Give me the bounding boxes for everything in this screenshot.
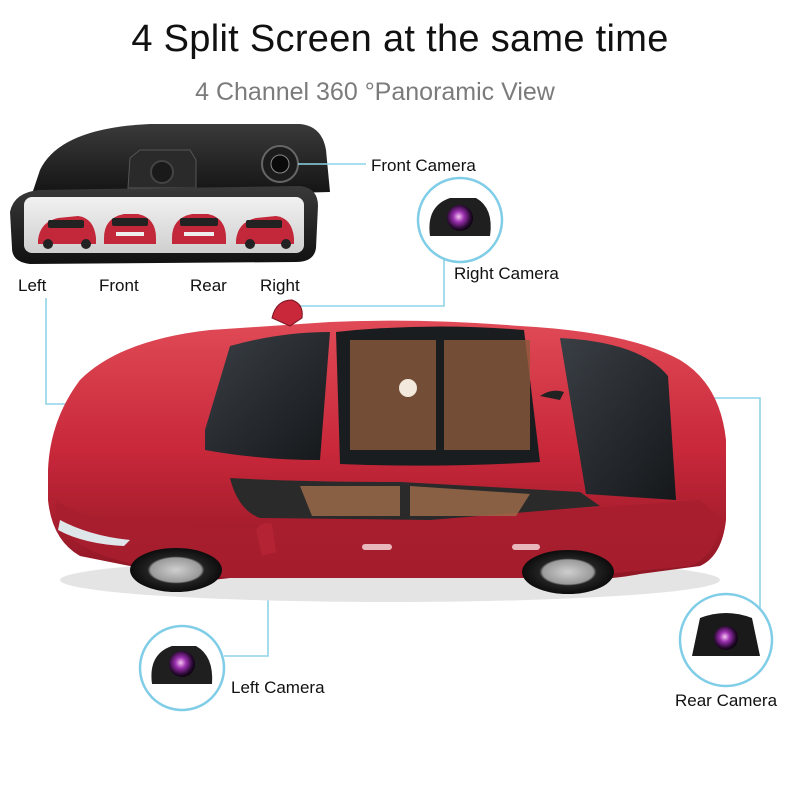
right-camera-label: Right Camera [454,264,559,283]
right-camera-callout [416,176,504,264]
camera-lens-icon [447,205,473,231]
mirror-dashcam-icon [10,124,330,264]
camera-lens-icon [169,651,195,677]
page-subtitle: 4 Channel 360 °Panoramic View [195,78,555,106]
view-label-right: Right [260,276,300,295]
page-title: 4 Split Screen at the same time [131,18,669,60]
front-camera-label: Front Camera [371,156,476,175]
view-label-left: Left [18,276,47,295]
camera-lens-icon [714,626,738,650]
left-camera-callout [138,624,226,712]
rear-camera-callout [678,592,774,688]
view-label-front: Front [99,276,139,295]
car-icon [48,299,726,602]
left-camera-label: Left Camera [231,678,325,697]
rear-camera-label: Rear Camera [675,691,778,710]
view-label-rear: Rear [190,276,227,295]
